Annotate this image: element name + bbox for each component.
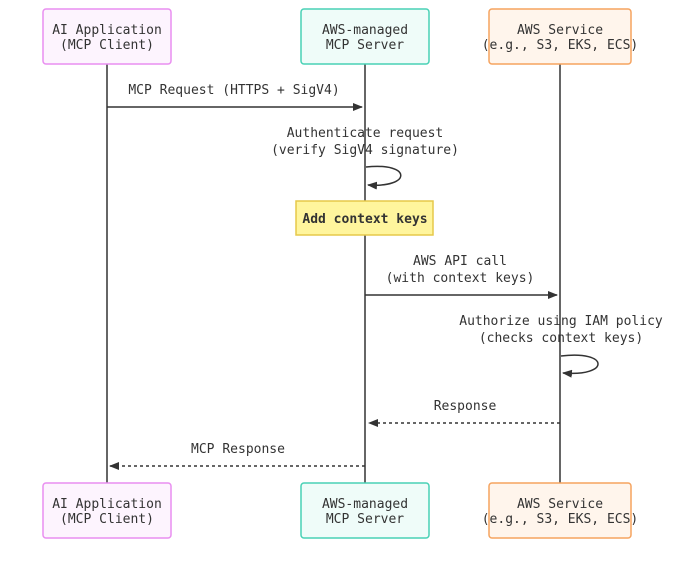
- message-authorize-label-1: Authorize using IAM policy: [459, 314, 663, 329]
- message-aws-api-call-label-1: AWS API call: [413, 254, 507, 269]
- arrow-authorize-loop: [560, 354, 599, 378]
- participant-client-role: (MCP Client): [60, 38, 154, 53]
- participant-client-bottom: AI Application (MCP Client): [42, 482, 172, 539]
- note-label: Add context keys: [302, 212, 427, 227]
- participant-service-bottom: AWS Service (e.g., S3, EKS, ECS): [482, 482, 639, 539]
- participant-service-role: (e.g., S3, EKS, ECS): [482, 38, 639, 53]
- participant-server-name: AWS-managed: [322, 23, 408, 38]
- note-add-context-keys: Add context keys: [295, 200, 434, 236]
- message-authorize: Authorize using IAM policy (checks conte…: [459, 314, 663, 378]
- message-authenticate-label-1: Authenticate request: [287, 126, 444, 141]
- message-authorize-label-2: (checks context keys): [479, 331, 643, 346]
- participant-service-name: AWS Service: [517, 23, 603, 38]
- participant-client-role-bottom: (MCP Client): [60, 512, 154, 527]
- message-mcp-response: MCP Response: [109, 442, 365, 470]
- participant-service-top: AWS Service (e.g., S3, EKS, ECS): [482, 8, 639, 65]
- participant-server-name-bottom: AWS-managed: [322, 497, 408, 512]
- participant-server-role-bottom: MCP Server: [326, 512, 404, 527]
- arrow-authenticate-loop: [365, 165, 402, 190]
- message-mcp-response-label: MCP Response: [191, 442, 285, 457]
- participant-server-bottom: AWS-managed MCP Server: [300, 482, 430, 539]
- message-authenticate-label-2: (verify SigV4 signature): [271, 143, 459, 158]
- message-mcp-request: MCP Request (HTTPS + SigV4): [107, 83, 363, 111]
- participant-client-top: AI Application (MCP Client): [42, 8, 172, 65]
- message-aws-api-call-label-2: (with context keys): [386, 271, 535, 286]
- message-mcp-request-label: MCP Request (HTTPS + SigV4): [128, 83, 339, 98]
- message-response-label: Response: [434, 399, 497, 414]
- participant-service-name-bottom: AWS Service: [517, 497, 603, 512]
- participant-service-role-bottom: (e.g., S3, EKS, ECS): [482, 512, 639, 527]
- participant-server-top: AWS-managed MCP Server: [300, 8, 430, 65]
- participant-server-role: MCP Server: [326, 38, 404, 53]
- message-aws-api-call: AWS API call (with context keys): [365, 254, 558, 299]
- participant-client-name-bottom: AI Application: [52, 497, 162, 512]
- message-response: Response: [368, 399, 560, 427]
- message-authenticate: Authenticate request (verify SigV4 signa…: [271, 126, 459, 190]
- participant-client-name: AI Application: [52, 23, 162, 38]
